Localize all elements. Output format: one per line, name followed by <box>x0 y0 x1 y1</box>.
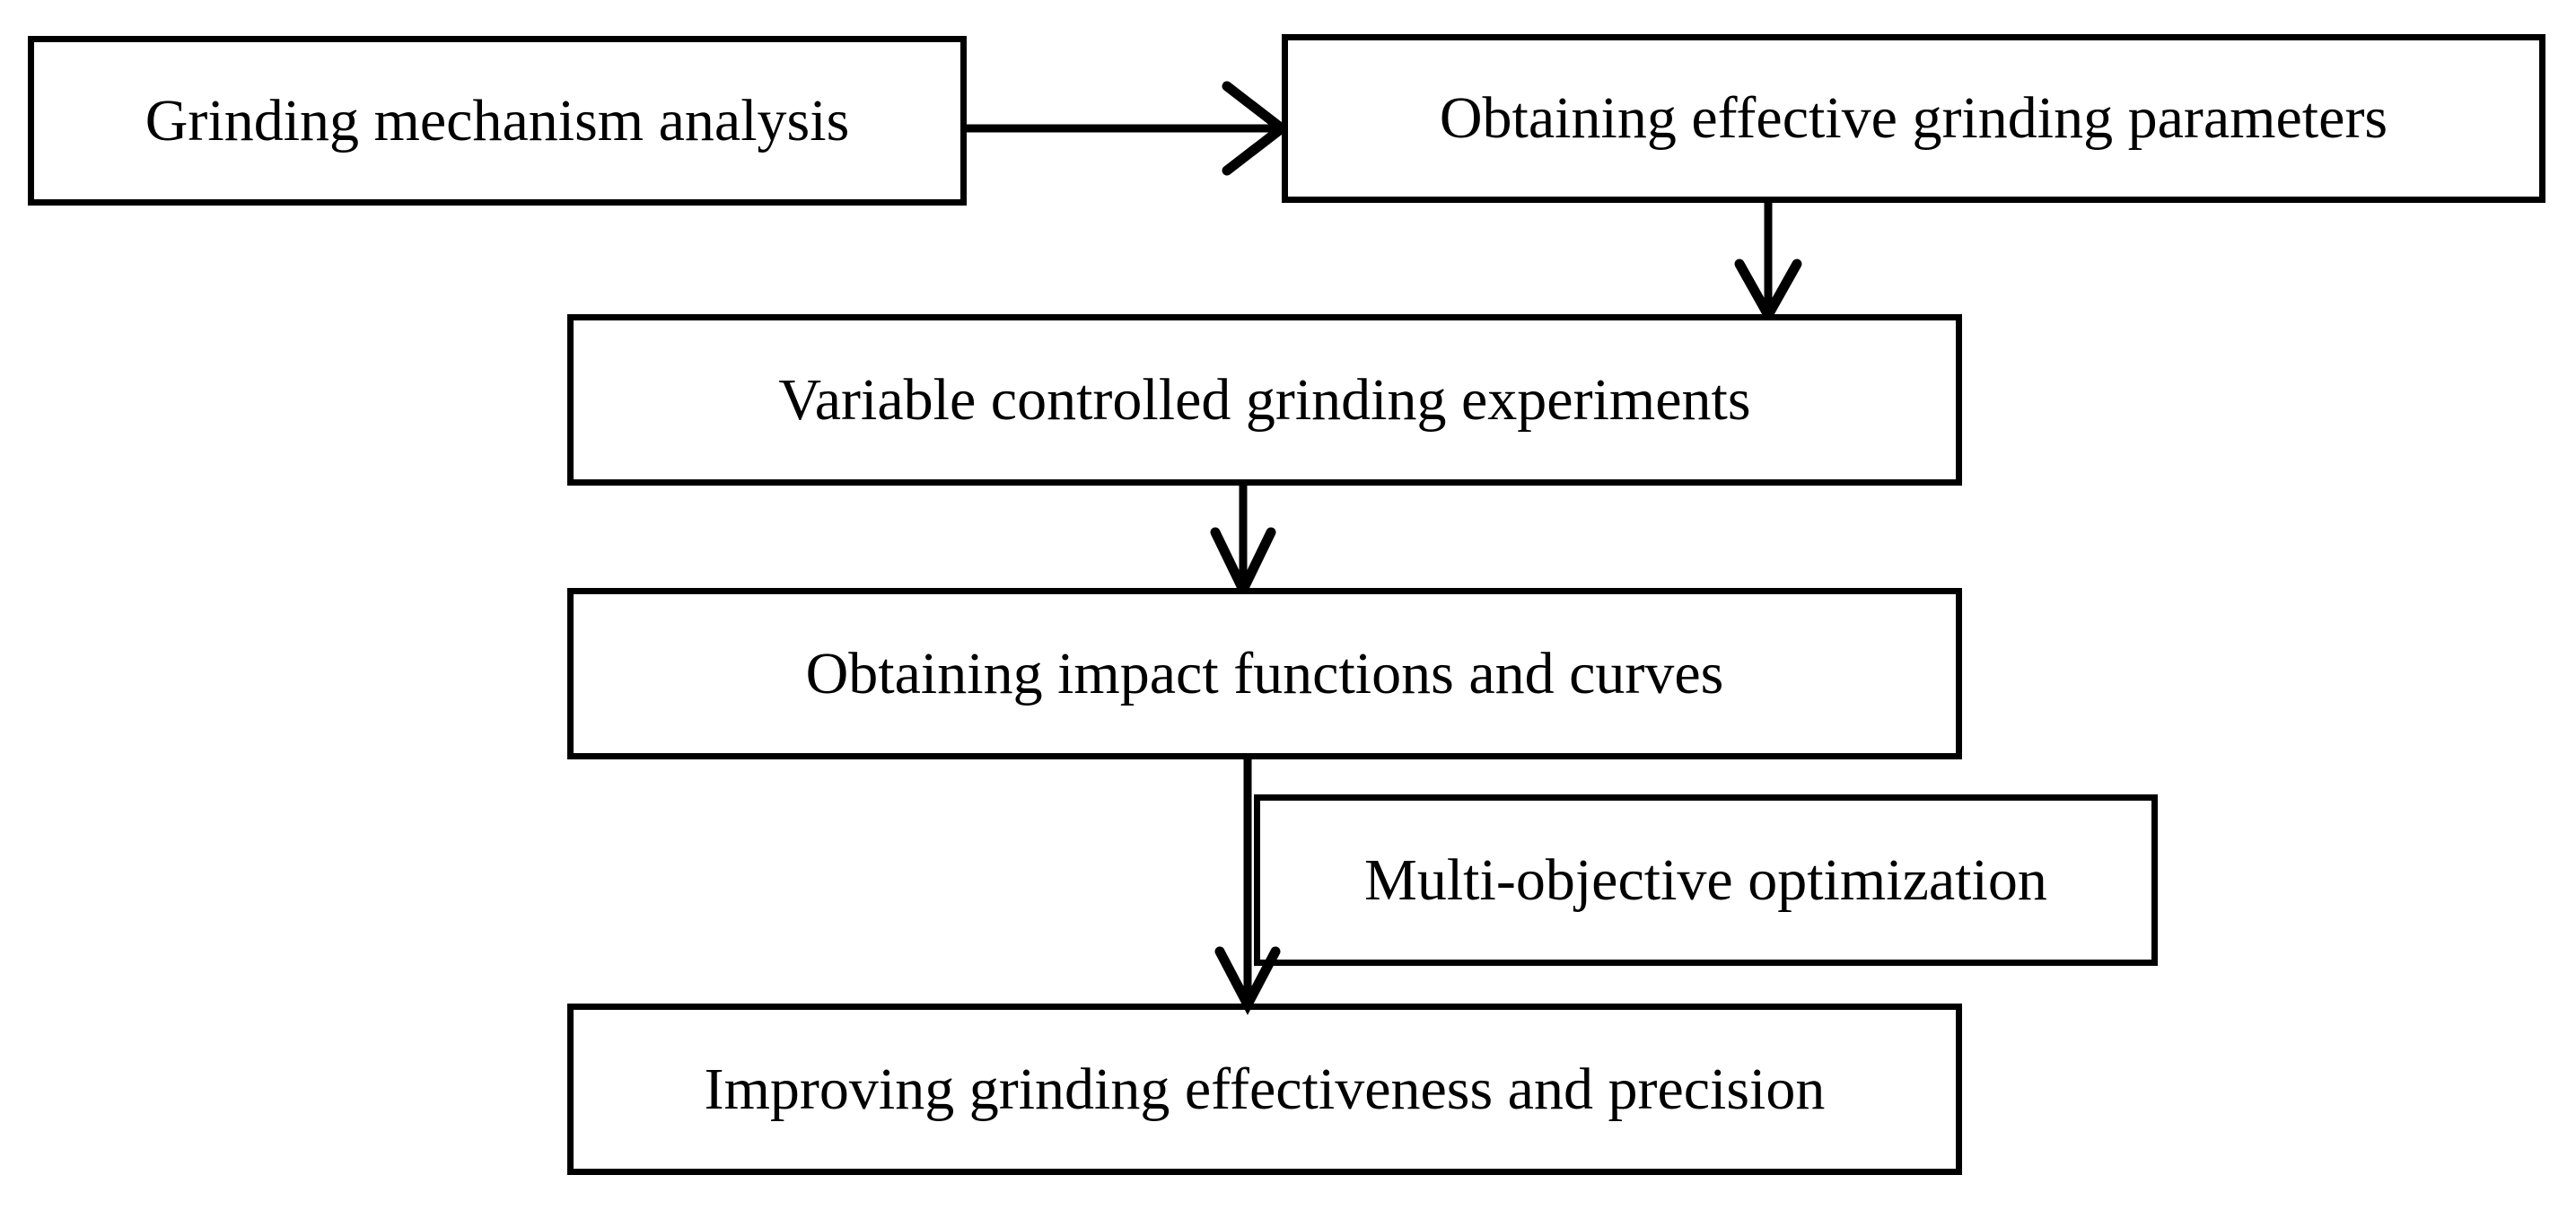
node-obtaining-impact-functions-and-curves[interactable]: Obtaining impact functions and curves <box>567 588 1962 759</box>
node-label-multi-objective-optimization: Multi-objective optimization <box>1364 846 2047 913</box>
connector-n1-to-n2 <box>967 81 1291 176</box>
node-variable-controlled-grinding-experiments[interactable]: Variable controlled grinding experiments <box>567 314 1962 486</box>
node-label-obtaining-impact-functions-and-curves: Obtaining impact functions and curves <box>805 640 1724 706</box>
node-grinding-mechanism-analysis[interactable]: Grinding mechanism analysis <box>28 36 967 206</box>
connector-n3-to-n4 <box>1210 484 1276 601</box>
node-label-grinding-mechanism-analysis: Grinding mechanism analysis <box>145 87 850 153</box>
node-multi-objective-optimization[interactable]: Multi-objective optimization <box>1254 794 2158 966</box>
node-improving-grinding-effectiveness-and-precision[interactable]: Improving grinding effectiveness and pre… <box>567 1004 1962 1175</box>
node-label-variable-controlled-grinding-experiments: Variable controlled grinding experiments <box>778 366 1751 433</box>
connector-n2-to-n3 <box>1734 203 1802 326</box>
node-label-improving-grinding-effectiveness-and-precision: Improving grinding effectiveness and pre… <box>704 1056 1826 1122</box>
node-obtaining-effective-grinding-parameters[interactable]: Obtaining effective grinding parameters <box>1282 34 2545 203</box>
node-label-obtaining-effective-grinding-parameters: Obtaining effective grinding parameters <box>1439 85 2388 152</box>
